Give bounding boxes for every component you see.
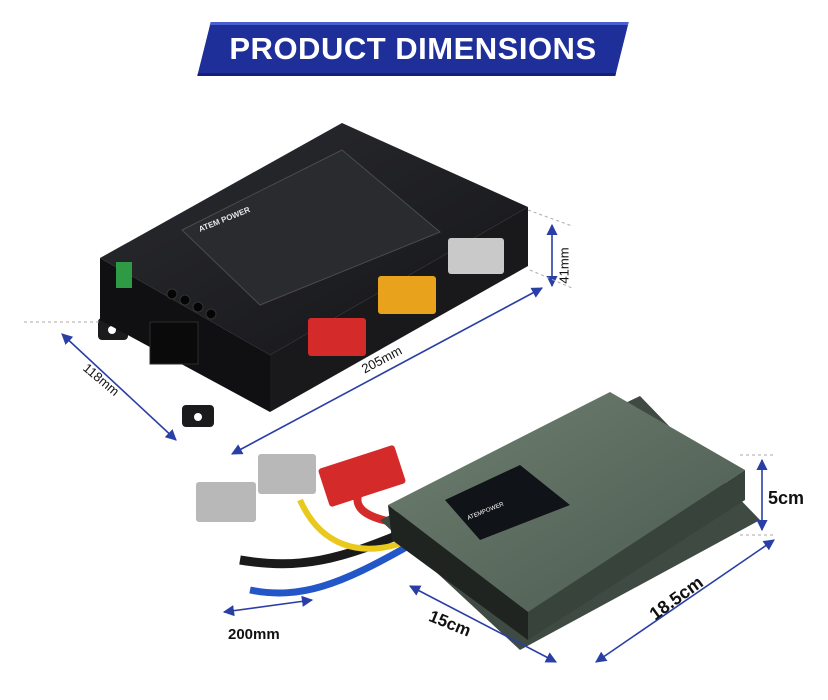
grey-connector xyxy=(258,454,316,494)
grey-connector xyxy=(196,482,256,522)
top-dimension-lines xyxy=(24,209,573,455)
charger-top xyxy=(388,392,745,612)
top-device: ATEM POWER xyxy=(98,123,528,427)
red-connector xyxy=(318,445,406,507)
label-panel xyxy=(181,149,441,306)
port xyxy=(192,301,204,313)
port xyxy=(205,308,217,320)
cable xyxy=(239,525,412,569)
cable-length-label: 200mm xyxy=(228,626,280,643)
green-terminal xyxy=(116,262,132,288)
display-panel xyxy=(445,465,570,540)
length-arrow xyxy=(409,585,557,663)
port xyxy=(166,288,178,300)
red-connector xyxy=(308,318,366,356)
mount-hole xyxy=(194,413,202,421)
bottom-dimension-lines xyxy=(222,454,776,663)
width-arrow xyxy=(595,539,775,663)
port xyxy=(179,294,191,306)
cable xyxy=(249,541,412,597)
terminal-block xyxy=(149,321,199,365)
length-arrow xyxy=(231,287,543,455)
yellow-connector xyxy=(378,276,436,314)
top-height-label: 41mm xyxy=(556,247,572,284)
mount-hole xyxy=(108,326,116,334)
page-title: PRODUCT DIMENSIONS xyxy=(229,31,597,66)
cable xyxy=(297,498,412,552)
cable-arrow xyxy=(222,595,314,617)
width-arrow xyxy=(61,333,177,441)
bottom-height-label: 5cm xyxy=(768,488,805,508)
grey-connector xyxy=(448,238,504,274)
